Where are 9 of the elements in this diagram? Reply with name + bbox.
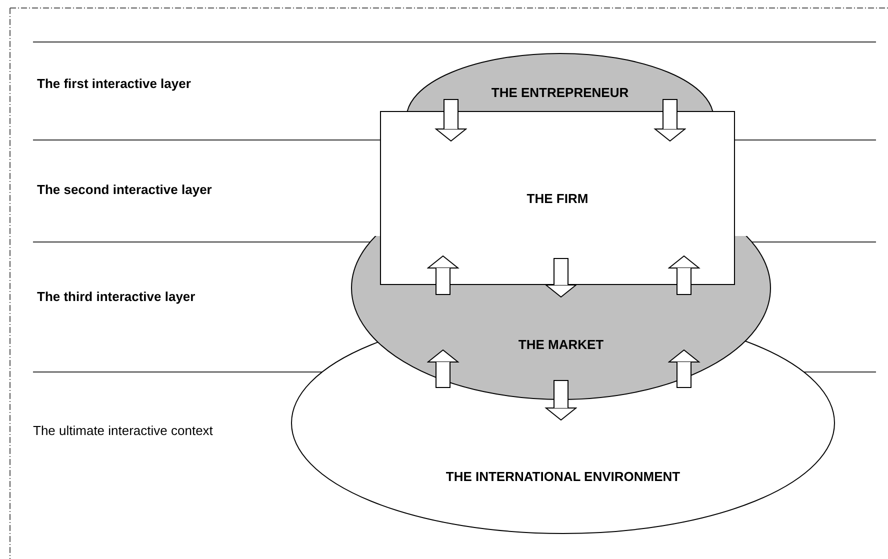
node-label: THE MARKET	[518, 336, 604, 354]
layer-label: The ultimate interactive context	[33, 422, 213, 440]
rectangle-node	[380, 111, 735, 285]
node-label: THE FIRM	[526, 190, 588, 208]
node-label: THE ENTREPRENEUR	[491, 84, 629, 102]
layer-label: The third interactive layer	[37, 288, 196, 306]
layer-label: The first interactive layer	[37, 75, 191, 93]
node-label: THE INTERNATIONAL ENVIRONMENT	[446, 468, 680, 486]
layer-label: The second interactive layer	[37, 181, 212, 199]
